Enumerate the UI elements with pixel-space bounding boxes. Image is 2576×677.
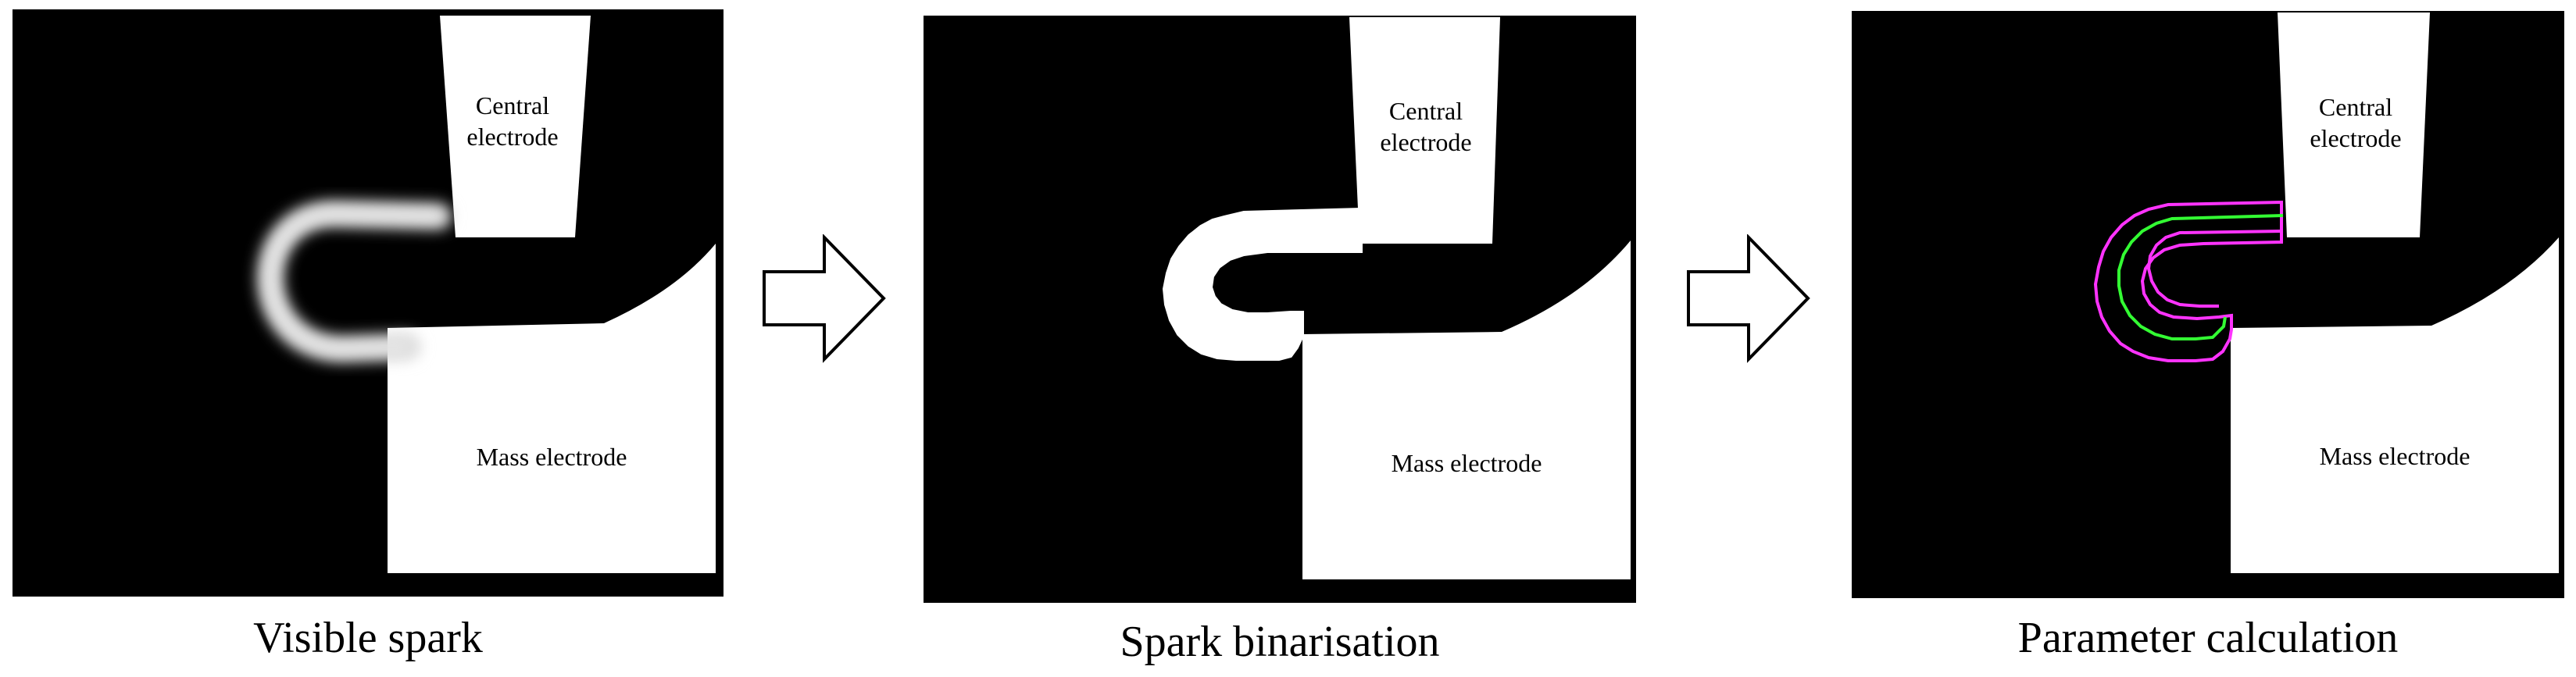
panel-visible-spark: Central electrode Mass electrode <box>13 9 723 597</box>
spark-core <box>266 209 442 354</box>
central-electrode <box>2278 12 2430 237</box>
central-electrode-label: Central electrode <box>2310 93 2402 152</box>
outer-contour <box>2093 200 2283 362</box>
caption-parameter-calculation: Parameter calculation <box>2017 614 2399 662</box>
caption-spark-binarisation: Spark binarisation <box>1120 618 1440 666</box>
central-electrode <box>1349 17 1500 244</box>
central-electrode-label: Central electrode <box>1380 97 1472 156</box>
arrow-right-icon <box>763 234 886 363</box>
mass-electrode-label: Mass electrode <box>1391 449 1542 477</box>
inner-contour-return <box>2146 230 2284 308</box>
central-electrode-label: Central electrode <box>466 91 559 151</box>
central-electrode <box>440 16 591 237</box>
caption-visible-spark: Visible spark <box>253 614 483 662</box>
contour-image <box>2093 12 2559 573</box>
binary-spark <box>1162 207 1363 361</box>
visible-spark-image <box>257 16 716 573</box>
mass-electrode-label: Mass electrode <box>476 443 627 471</box>
mass-electrode <box>1302 241 1631 579</box>
arrow-right-icon <box>1687 234 1810 363</box>
mass-electrode <box>2231 237 2559 573</box>
panel-parameter-calculation: Central electrode Mass electrode <box>1852 11 2564 598</box>
mass-electrode <box>388 244 716 573</box>
panel-spark-binarisation: Central electrode Mass electrode <box>924 16 1636 603</box>
mass-electrode-label: Mass electrode <box>2319 442 2471 470</box>
inner-contour <box>2117 214 2284 340</box>
binarised-spark-image <box>1162 17 1631 579</box>
